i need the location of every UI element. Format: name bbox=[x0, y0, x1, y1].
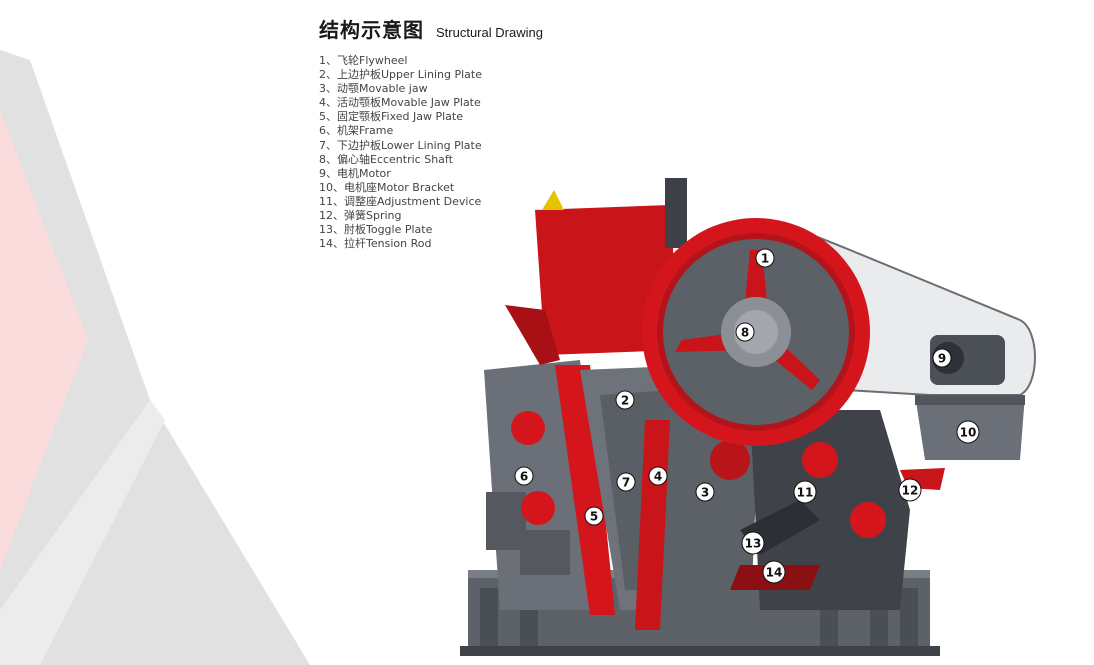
callout-number: 2 bbox=[621, 394, 629, 408]
callout-number: 13 bbox=[745, 537, 762, 551]
motor-assembly bbox=[915, 335, 1025, 460]
legend-item: 9、电机Motor bbox=[319, 166, 391, 180]
callout-marker-6: 6 bbox=[514, 466, 534, 486]
decor-red-band bbox=[0, 110, 88, 570]
callout-number: 12 bbox=[902, 484, 919, 498]
callout-marker-3: 3 bbox=[695, 482, 715, 502]
legend-item: 2、上边护板Upper Lining Plate bbox=[319, 68, 482, 82]
legend-item: 5、固定颚板Fixed Jaw Plate bbox=[319, 110, 463, 124]
legend-item: 1、飞轮Flywheel bbox=[319, 54, 408, 67]
legend-item: 11、调整座Adjustment Device bbox=[319, 194, 482, 208]
legend-item: 3、动颚Movable jaw bbox=[319, 82, 428, 96]
heading-chinese: 结构示意图 bbox=[319, 18, 424, 42]
legend-item: 7、下边护板Lower Lining Plate bbox=[319, 138, 482, 152]
callout-number: 11 bbox=[797, 486, 814, 500]
callout-marker-11: 11 bbox=[793, 480, 817, 504]
drawing-heading: 结构示意图 Structural Drawing bbox=[319, 14, 543, 44]
parts-legend: 1、飞轮Flywheel 2、上边护板Upper Lining Plate 3、… bbox=[319, 54, 482, 251]
callout-number: 7 bbox=[622, 476, 630, 490]
legend-item: 6、机架Frame bbox=[319, 124, 394, 138]
callout-number: 6 bbox=[520, 470, 528, 484]
callout-marker-7: 7 bbox=[616, 472, 636, 492]
callout-number: 8 bbox=[741, 326, 749, 340]
legend-item: 13、肘板Toggle Plate bbox=[319, 223, 433, 237]
callout-marker-10: 10 bbox=[956, 420, 980, 444]
callout-marker-5: 5 bbox=[584, 506, 604, 526]
callout-number: 1 bbox=[761, 252, 769, 266]
callout-marker-14: 14 bbox=[762, 560, 786, 584]
fixed-jaw-plate bbox=[555, 365, 615, 615]
callout-marker-1: 1 bbox=[755, 248, 775, 268]
callout-number: 14 bbox=[766, 566, 783, 580]
callout-number: 5 bbox=[590, 510, 598, 524]
flywheel bbox=[642, 218, 870, 446]
legend-item: 14、拉杆Tension Rod bbox=[319, 237, 432, 251]
decor-light-band bbox=[0, 400, 165, 665]
legend-item: 10、电机座Motor Bracket bbox=[319, 180, 455, 194]
callout-number: 9 bbox=[938, 352, 946, 366]
callout-marker-2: 2 bbox=[615, 390, 635, 410]
callout-marker-9: 9 bbox=[932, 348, 952, 368]
heading-english: Structural Drawing bbox=[436, 25, 543, 40]
callout-marker-12: 12 bbox=[898, 478, 922, 502]
callout-marker-13: 13 bbox=[741, 531, 765, 555]
legend-item: 12、弹簧Spring bbox=[319, 209, 402, 223]
callout-number: 10 bbox=[960, 426, 977, 440]
callout-marker-8: 8 bbox=[735, 322, 755, 342]
legend-item: 4、活动颚板Movable Jaw Plate bbox=[319, 96, 481, 110]
callout-marker-4: 4 bbox=[648, 466, 668, 486]
callout-number: 4 bbox=[654, 470, 662, 484]
legend-item: 8、偏心轴Eccentric Shaft bbox=[319, 152, 453, 166]
callout-number: 3 bbox=[701, 486, 709, 500]
